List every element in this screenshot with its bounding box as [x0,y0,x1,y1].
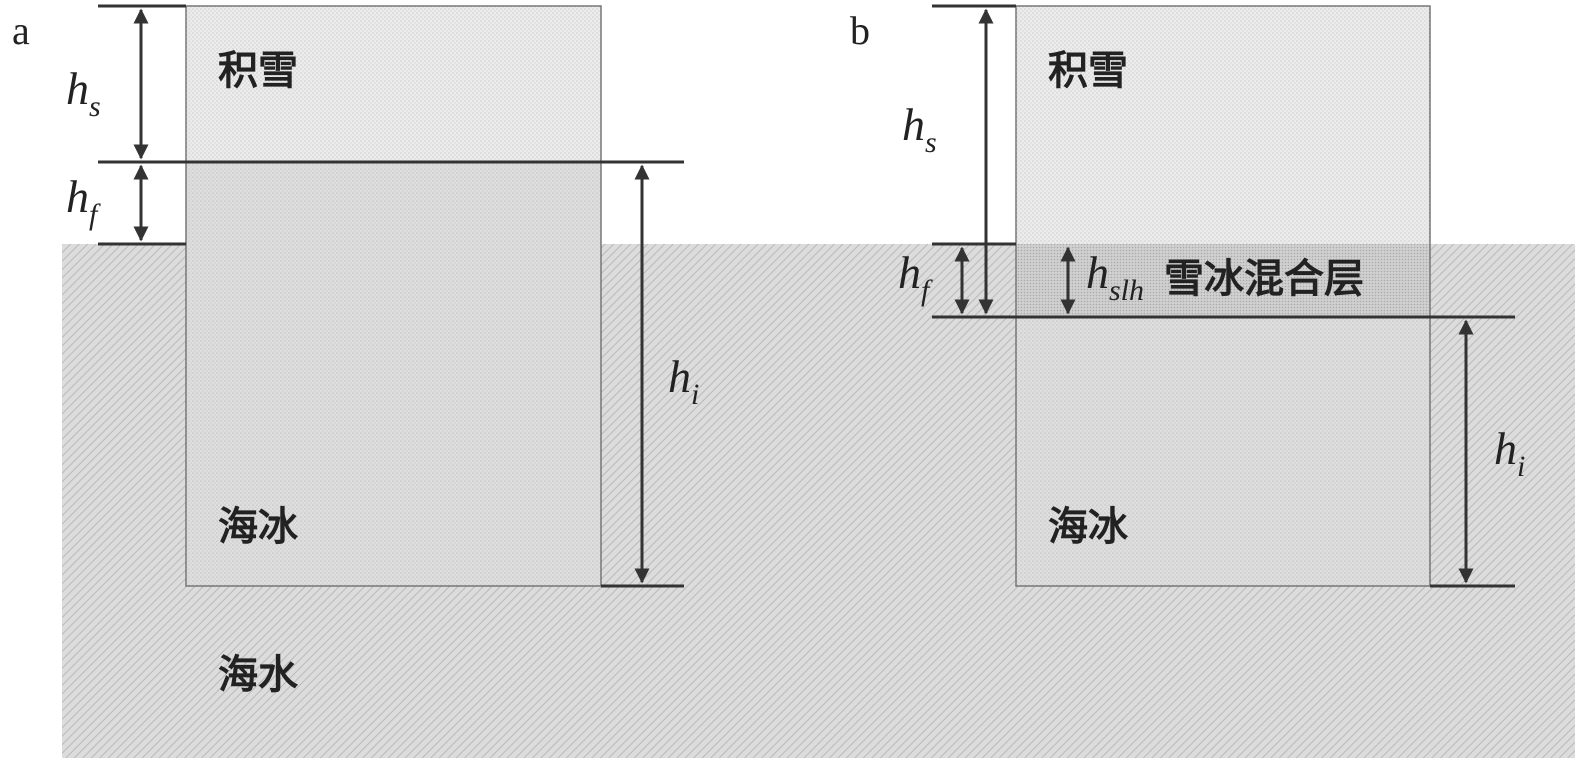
panel-a: a hs hf hi 积雪 海冰 海水 [12,4,699,698]
panel-b-ice-label: 海冰 [1048,504,1129,550]
panel-b-mixed-layer [1016,244,1430,317]
panel-a-snow-label: 积雪 [218,48,298,94]
panel-a-hf-symbol: hf [66,171,101,231]
panel-a-ice-label: 海冰 [218,504,299,550]
panel-b-hi-symbol: hi [1494,423,1525,483]
panel-b-mix-label: 雪冰混合层 [1164,256,1364,302]
panel-a-hs-symbol: hs [66,63,101,123]
panel-a-hi-symbol: hi [668,351,699,411]
panel-b-snow-layer [1016,6,1430,244]
panel-b-ice-layer [1016,317,1430,586]
panel-a-water-label: 海水 [218,652,299,698]
panel-a-ice-layer [186,162,601,586]
panel-b-hslh-symbol: hslh [1086,247,1144,307]
panel-a-letter: a [12,8,30,53]
panel-b-hs-symbol: hs [902,99,937,159]
panel-b: b hs hf hslh hi 积雪 雪冰混合层 海冰 [850,4,1525,588]
panel-b-snow-label: 积雪 [1048,48,1128,94]
panel-b-letter: b [850,8,870,53]
panel-b-block-outline [1015,5,1431,587]
panel-a-snow-layer [186,6,601,162]
panel-a-block-outline [185,5,602,587]
